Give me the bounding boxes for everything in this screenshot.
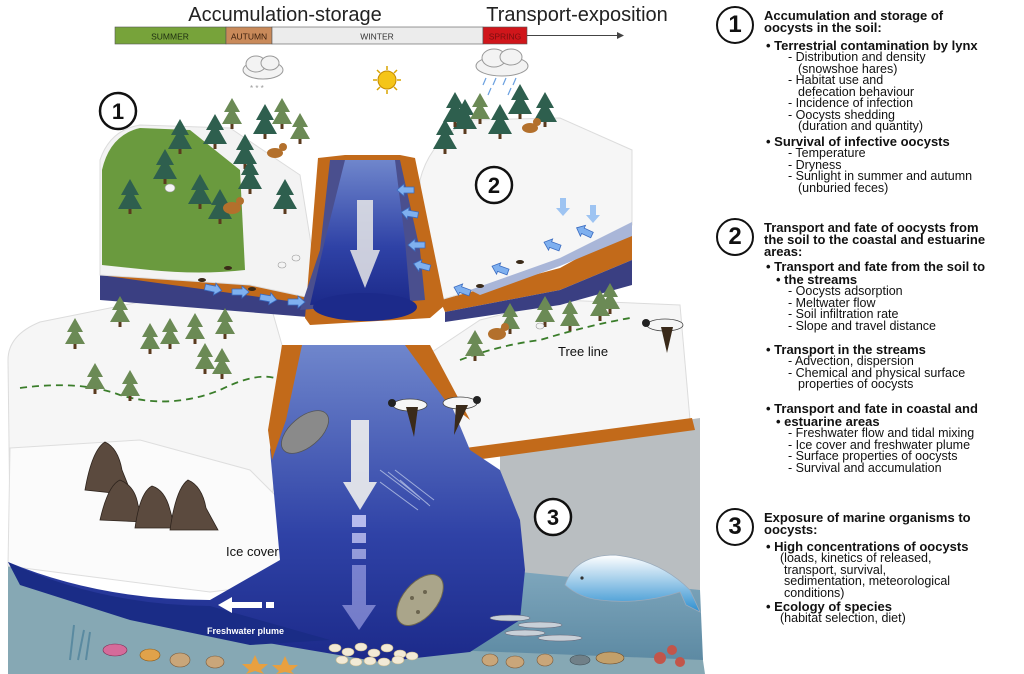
season-timeline: SUMMER AUTUMN WINTER SPRING [114, 26, 624, 45]
soil-to-streams-heading: Transport and fate from the soil to [766, 260, 1022, 273]
section-1-badge: 1 [716, 6, 754, 44]
lower-right-soil [450, 418, 695, 462]
upper-left-grassland [102, 128, 245, 273]
list-item: Freshwater flow and tidal mixing [788, 427, 1022, 440]
snowshoe-hare-icons [164, 183, 545, 330]
accumulation-storage-header: Accumulation-storage [188, 4, 381, 26]
zone-2-badge: 2 [474, 165, 514, 205]
list-item: conditions) [784, 585, 845, 600]
tree-line-left [19, 375, 281, 403]
list-item: Soil infiltration rate [788, 308, 1022, 321]
section-2-group-3: Transport and fate in coastal and estuar… [766, 402, 1022, 474]
sun-icon [373, 66, 401, 94]
list-item: Advection, dispersion [788, 355, 1022, 368]
section-1-group-2: Survival of infective oocysts Temperatur… [766, 135, 1022, 194]
spring-label: SPRING [489, 32, 522, 42]
snow-cloud-icon: * * * [242, 55, 284, 93]
list-item: sedimentation, meteorological [784, 574, 951, 588]
autumn-label: AUTUMN [231, 32, 267, 42]
feces-icons [198, 260, 524, 291]
ringed-seal-icon [396, 574, 444, 626]
rain-cloud-icon [475, 48, 529, 96]
freshwater-plume-arrow [218, 597, 274, 613]
survival-heading: Survival of infective oocysts [766, 135, 1022, 148]
section-1-group-1: Terrestrial contamination by lynx Distri… [766, 39, 1022, 133]
list-item: properties of oocysts [798, 377, 914, 391]
list-item: (duration and quantity) [798, 119, 924, 133]
eider-duck-icons [388, 318, 684, 437]
lower-river-bank-left [268, 345, 302, 460]
section-3-group-1: High concentrations of oocysts (loads, k… [766, 540, 1022, 599]
list-item: Survival and accumulation [788, 462, 1022, 475]
seal-icon [281, 410, 329, 454]
zone-1-badge: 1 [98, 91, 138, 131]
lower-river-dashed-arrow [342, 515, 376, 630]
lower-river-flow-arrow [343, 420, 377, 510]
section-2-title: Transport and fate of oocysts from the s… [764, 220, 986, 259]
upper-left-substrate [100, 275, 320, 318]
high-concentrations-heading: High concentrations of oocysts [766, 540, 1022, 553]
list-item: (habitat selection, diet) [780, 611, 906, 625]
list-item: Dryness [788, 159, 1022, 172]
coastal-estuarine-heading: Transport and fate in coastal and [766, 402, 1022, 415]
zone-3-badge: 3 [533, 497, 573, 537]
list-item: (loads, kinetics of released, [780, 551, 932, 565]
list-item: Temperature [788, 147, 1022, 160]
ecology-heading: Ecology of species [766, 600, 1022, 613]
summer-label: SUMMER [151, 32, 189, 42]
list-item: Habitat use and [788, 74, 1022, 87]
section-2-group-1: Transport and fate from the soil to the … [766, 260, 1022, 332]
list-item: Oocysts shedding [788, 109, 1022, 122]
streams-heading: Transport in the streams [766, 343, 1022, 356]
svg-text:2: 2 [488, 173, 500, 198]
tree-line-label: Tree line [558, 344, 608, 359]
list-item: Oocysts adsorption [788, 285, 1022, 298]
benthic-organisms [69, 624, 685, 674]
list-item: Surface properties of oocysts [788, 450, 1022, 463]
description-panel: 1 Accumulation and storage of oocysts in… [716, 0, 1022, 674]
upper-right-substrate [445, 260, 632, 322]
ice-cover-label: Ice cover [226, 544, 279, 559]
freshwater-plume-band [8, 562, 330, 645]
oocyst-accumulation [328, 642, 419, 667]
list-item: defecation behaviour [798, 84, 915, 99]
list-item: (unburied feces) [798, 180, 889, 195]
winter-label: WINTER [360, 32, 394, 42]
section-2-badge: 2 [716, 218, 754, 256]
transport-exposition-header: Transport-exposition [486, 4, 668, 26]
section-3-title: Exposure of marine organisms to oocysts: [764, 510, 971, 537]
coastal-sea-surface [500, 418, 700, 605]
list-item: Ice cover and freshwater plume [788, 439, 1022, 452]
list-item: Slope and travel distance [788, 320, 1022, 333]
list-item: (snowshoe hares) [798, 61, 898, 76]
svg-text:* * *: * * * [250, 84, 264, 93]
terrestrial-contamination-heading: Terrestrial contamination by lynx [766, 39, 1022, 52]
list-item: Sunlight in summer and autumn [788, 170, 1022, 183]
tree-line-right [459, 317, 631, 361]
upper-river-flow-arrow [350, 200, 380, 288]
fish-school-icons [489, 614, 583, 642]
freshwater-plume-label: Freshwater plume [207, 626, 284, 636]
meltwater-down-arrows [556, 198, 600, 223]
estuary-water [8, 345, 525, 662]
list-item: Chemical and physical surface [788, 367, 1022, 380]
lynx-icons [223, 118, 541, 340]
list-item: transport, survival, [784, 562, 887, 577]
section-3-badge: 3 [716, 508, 754, 546]
beluga-whale-icon [564, 554, 701, 613]
upper-river-pool [313, 293, 417, 321]
walrus-icons [84, 441, 219, 531]
svg-text:3: 3 [547, 505, 559, 530]
list-item: Distribution and density [788, 51, 1022, 64]
list-item: Meltwater flow [788, 297, 1022, 310]
section-3-group-2: Ecology of species (habitat selection, d… [766, 600, 1022, 625]
list-item: Incidence of infection [788, 97, 1022, 110]
svg-text:1: 1 [112, 99, 124, 124]
section-1-title: Accumulation and storage of oocysts in t… [764, 8, 944, 35]
section-2-group-2: Transport in the streams Advection, disp… [766, 343, 1022, 391]
capelin-school-icons [379, 469, 435, 511]
upper-right-snowmelt [470, 222, 632, 295]
